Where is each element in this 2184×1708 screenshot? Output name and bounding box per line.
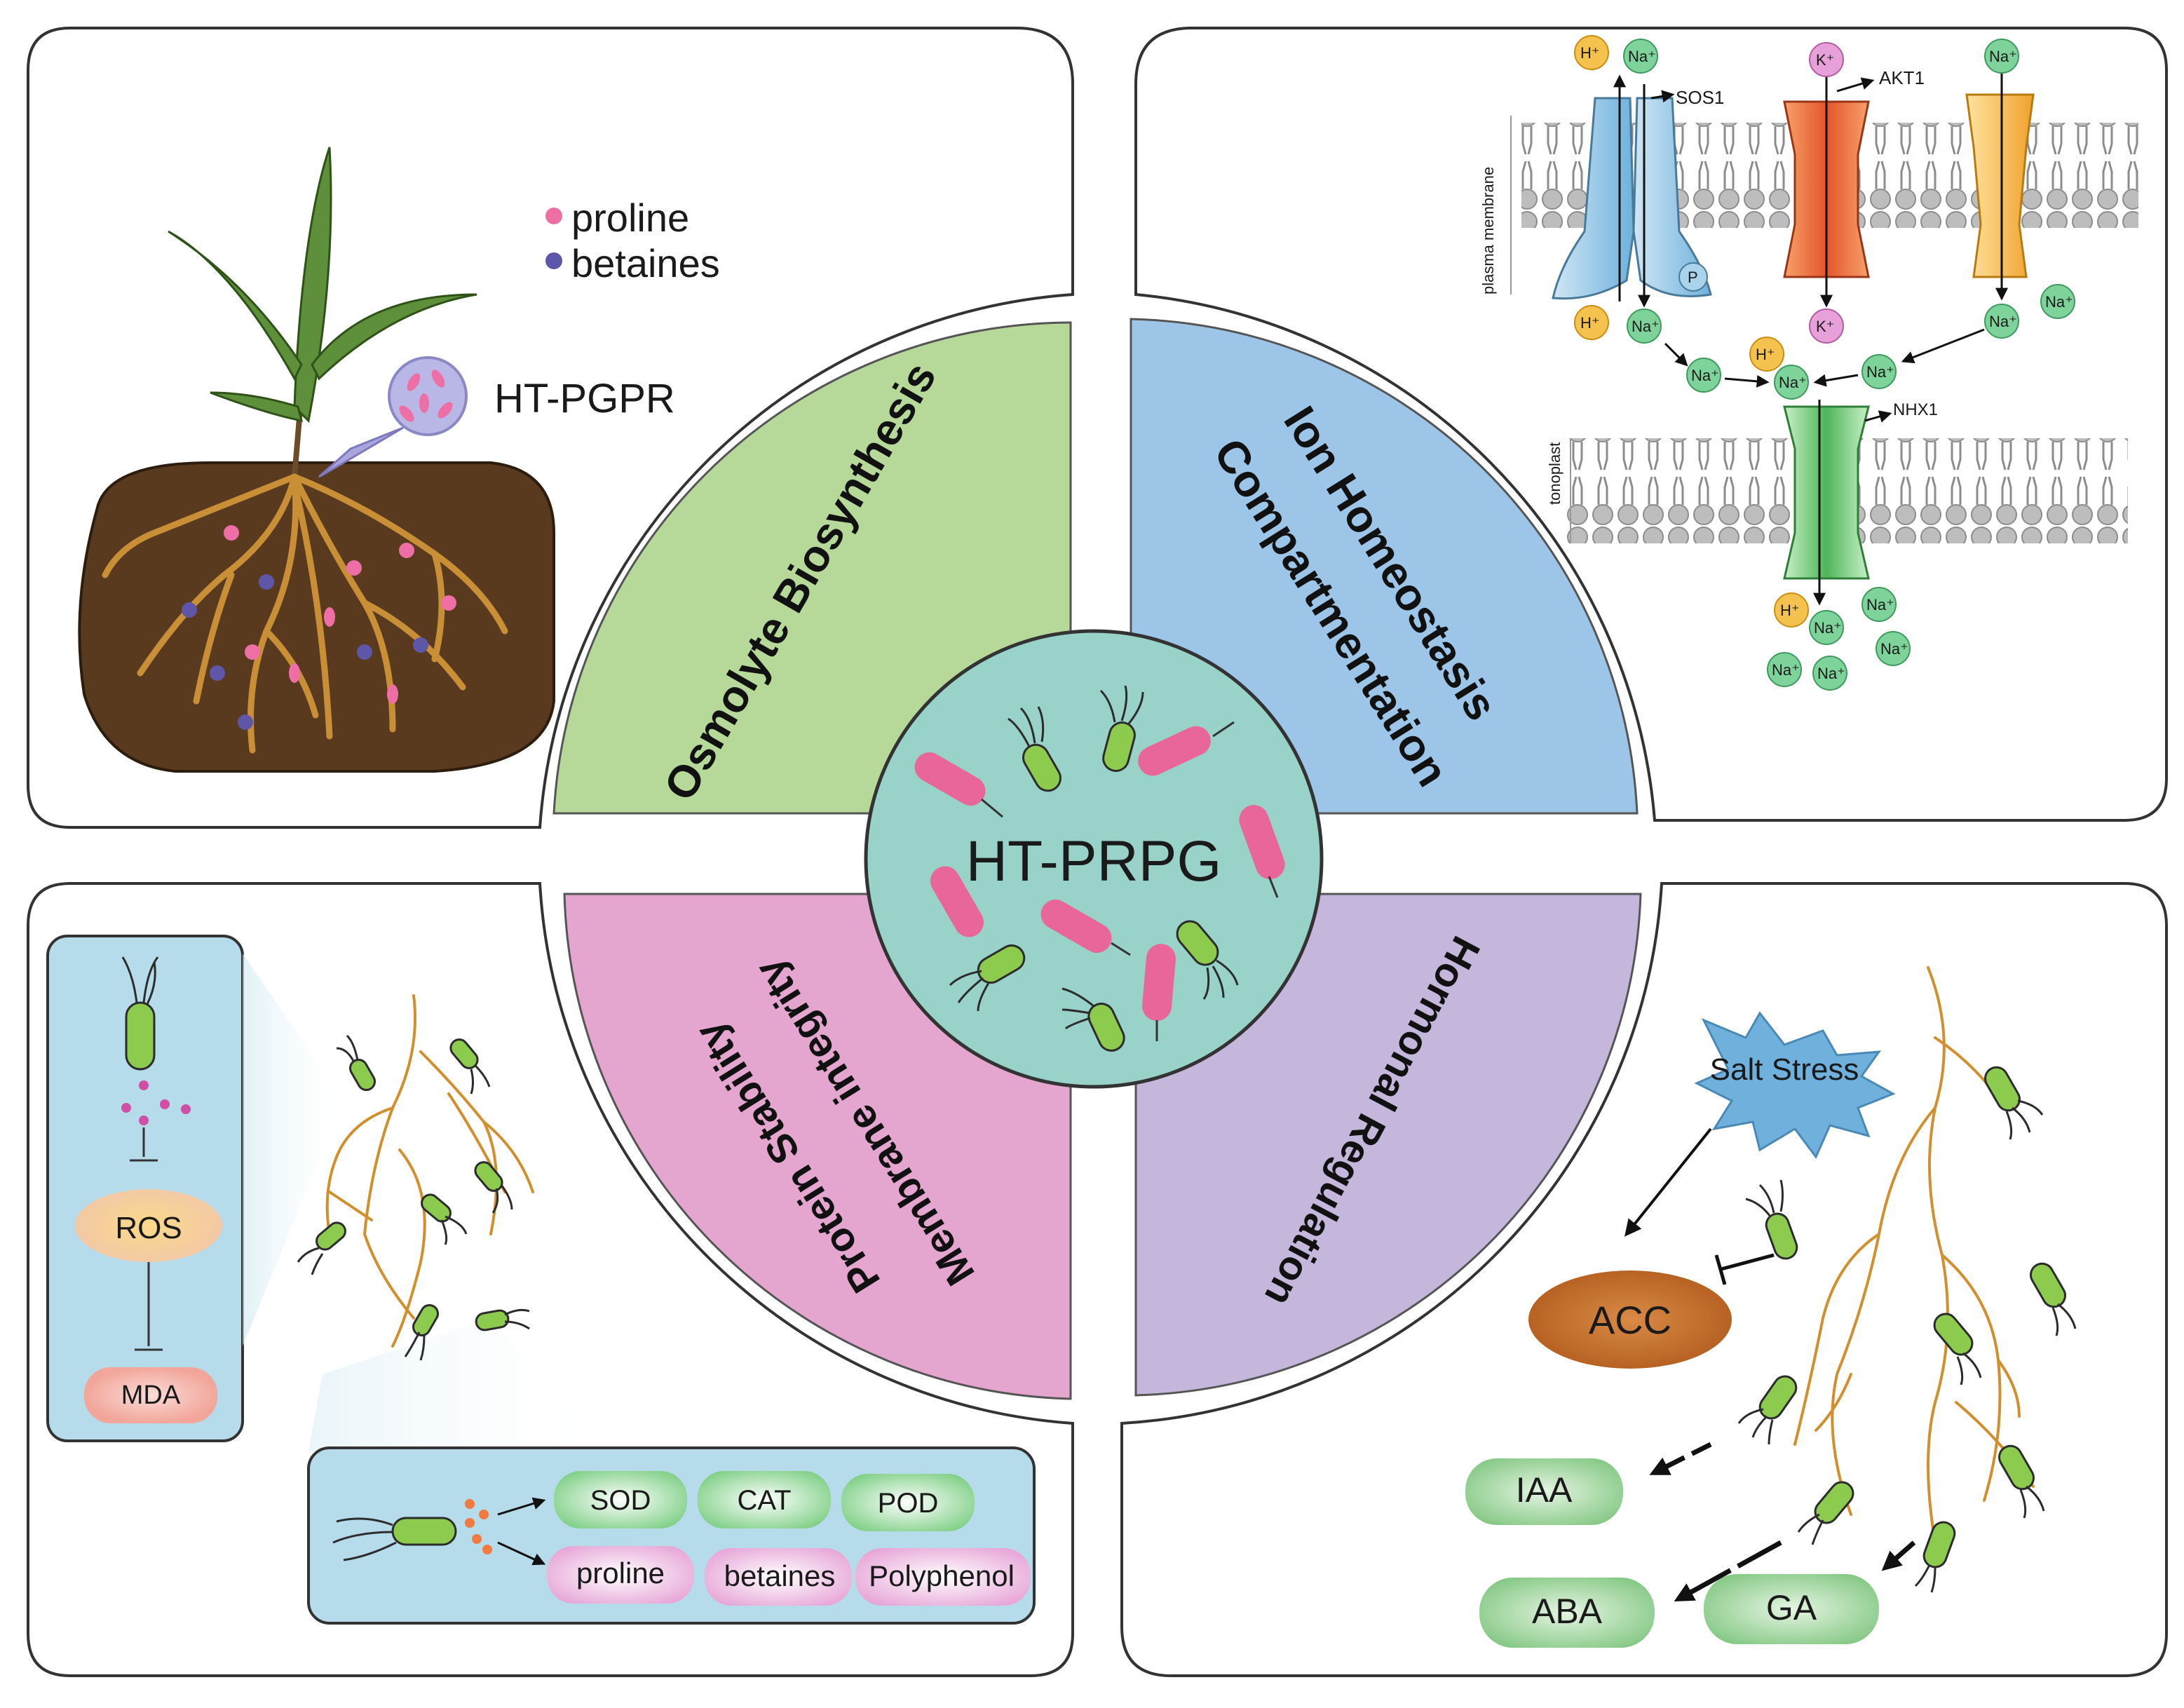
svg-text:K⁺: K⁺ [1816, 51, 1834, 69]
bacteria-label: HT-PGPR [494, 376, 675, 421]
sector-hormonal: Hormonal Regulation [1134, 893, 1642, 1397]
svg-text:Na⁺: Na⁺ [1628, 48, 1656, 65]
svg-text:Na⁺: Na⁺ [1989, 48, 2017, 65]
legend-dot-proline [545, 208, 562, 224]
roots-bottom-left [297, 994, 603, 1451]
soil-molecules [182, 525, 456, 730]
svg-text:Na⁺: Na⁺ [1989, 313, 2017, 330]
legend-top-left: proline betaines HT-PGPR [494, 196, 720, 421]
tonoplast-label: tonoplast [1546, 442, 1564, 505]
acc-ellipse [1528, 1270, 1732, 1369]
svg-text:Na⁺: Na⁺ [1779, 374, 1807, 391]
enzyme-sod: SOD [590, 1485, 651, 1516]
svg-text:Na⁺: Na⁺ [1866, 363, 1894, 381]
svg-text:H⁺: H⁺ [1780, 602, 1800, 619]
center-circle: HT-PRPG [864, 629, 1324, 1089]
legend-dot-betaines [545, 252, 562, 269]
bubble-pointer [318, 426, 404, 478]
center-label: HT-PRPG [966, 829, 1221, 893]
center-pink-bacteria [914, 721, 1285, 1041]
salt-stress-label: Salt Stress [1710, 1052, 1859, 1087]
osmolyte-proline: proline [576, 1557, 665, 1590]
enzyme-box: SOD CAT POD proline betaines Polyphenol [307, 1446, 1036, 1625]
svg-text:Na⁺: Na⁺ [1691, 367, 1719, 384]
akt1-label: AKT1 [1879, 67, 1925, 88]
svg-text:Na⁺: Na⁺ [1772, 661, 1800, 679]
sos1-right [1632, 97, 1712, 297]
svg-text:Na⁺: Na⁺ [2045, 293, 2073, 311]
aba-label: ABA [1532, 1592, 1603, 1631]
svg-text:Na⁺: Na⁺ [1880, 640, 1908, 658]
plasma-membrane-label: plasma membrane [1479, 167, 1497, 294]
phosphate [1678, 262, 1708, 292]
svg-text:K⁺: K⁺ [1816, 318, 1834, 335]
ros-label: ROS [115, 1211, 182, 1245]
svg-text:H⁺: H⁺ [1580, 314, 1600, 332]
ga-label: GA [1766, 1588, 1817, 1627]
bacteria-bubble [388, 356, 468, 436]
aba-pill [1479, 1578, 1655, 1648]
mda-label: MDA [121, 1381, 181, 1410]
sos1-label: SOS1 [1676, 87, 1724, 108]
svg-text:H⁺: H⁺ [1580, 44, 1600, 62]
enzyme-cat: CAT [737, 1485, 791, 1516]
salt-stress-burst [1694, 1011, 1896, 1159]
iaa-label: IAA [1516, 1470, 1573, 1510]
svg-text:H⁺: H⁺ [1756, 346, 1775, 363]
enzyme-pod: POD [878, 1488, 939, 1519]
ion-transport-diagram: plasma membrane tonoplast P SOS1 AKT1 NH… [1479, 35, 2138, 691]
ros-box: ROS MDA [46, 935, 344, 1442]
roots [102, 473, 508, 754]
svg-text:Na⁺: Na⁺ [1817, 665, 1845, 682]
iaa-pill [1465, 1458, 1623, 1525]
nhx1-label: NHX1 [1893, 400, 1938, 419]
na-channel [1965, 93, 2035, 278]
legend-proline: proline [571, 196, 689, 240]
phosphate-label: P [1688, 269, 1698, 286]
nhx1-exchanger [1783, 405, 1870, 580]
plant-illustration [78, 147, 555, 773]
hormonal-diagram: Salt Stress ACC IAA ABA GA [1465, 966, 2077, 1648]
svg-text:Na⁺: Na⁺ [1632, 318, 1660, 335]
center-green-bacteria [949, 685, 1239, 1052]
sector-ion: Ion Homeostasis Compartmentation [1130, 318, 1639, 815]
svg-text:Na⁺: Na⁺ [1866, 596, 1894, 614]
osmolyte-betaines: betaines [724, 1559, 836, 1592]
svg-text:Na⁺: Na⁺ [1814, 619, 1842, 637]
ions: H⁺ Na⁺ K⁺ Na⁺ H⁺ Na⁺ K⁺ Na⁺ Na⁺ Na⁺ H⁺ N… [1574, 35, 2075, 691]
sector-osmolyte: Osmolyte Biosynthesis [552, 321, 1072, 815]
acc-label: ACC [1589, 1298, 1671, 1342]
osmolyte-polyphenol: Polyphenol [869, 1559, 1015, 1592]
ga-pill [1704, 1574, 1879, 1644]
legend-betaines: betaines [571, 241, 720, 285]
